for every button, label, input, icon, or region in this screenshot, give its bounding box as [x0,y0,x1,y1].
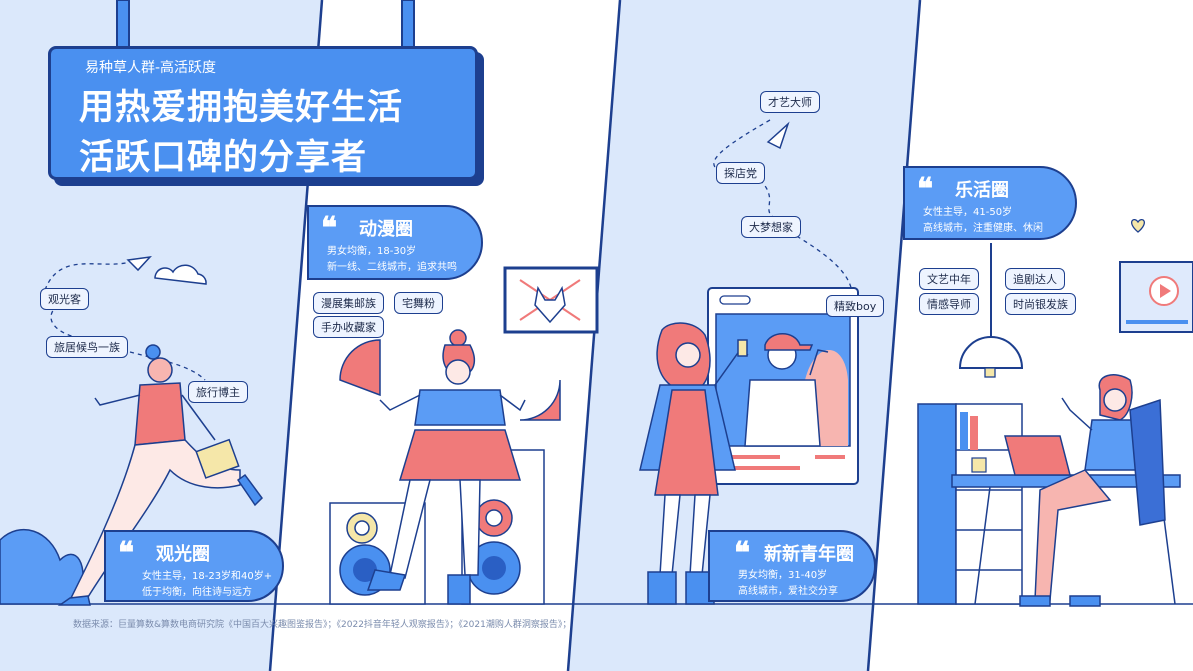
circle-desc: 男女均衡，18-30岁 [327,246,417,257]
header-hanger [401,0,415,49]
tag: 观光客 [40,288,89,310]
fox-mask-icon [519,279,581,324]
laptop [1004,435,1071,476]
tag: 情感导师 [919,293,979,315]
boy-in-screen-figure [744,333,829,447]
circle-desc: 男女均衡，31-40岁 [738,570,828,581]
tag: 文艺中年 [919,268,979,290]
circle-name: 新新青年圈 [764,544,854,565]
header-hanger [116,0,130,49]
quote-icon: ❝ [734,536,751,571]
circle-desc: 新一线、二线城市，追求共鸣 [327,262,457,273]
quote-icon: ❝ [917,172,934,207]
cloud-icon [154,264,207,285]
panel-divider [566,0,622,671]
dashed-path [50,304,81,339]
header-subtitle: 易种草人群-高活跃度 [85,60,217,76]
tag: 手办收藏家 [313,316,384,338]
circle-name: 乐活圈 [955,180,1009,201]
dashed-path [44,261,131,291]
tag: 才艺大师 [760,91,820,113]
tag: 大梦想家 [741,216,801,238]
circle-desc: 高线城市，爱社交分享 [738,586,838,597]
dashed-path [759,179,776,219]
tag: 探店党 [716,162,765,184]
circle-desc: 女性主导，18-23岁和40岁+ [142,571,273,582]
heart-icon [1131,218,1145,233]
leisure-woman-figure [1019,374,1166,607]
tag: 精致boy [826,295,885,317]
circle-name: 观光圈 [156,544,210,565]
tag: 追剧达人 [1005,268,1065,290]
circle-name: 动漫圈 [359,219,413,240]
paper-plane-icon [126,255,152,272]
circle-desc: 女性主导，41-50岁 [923,207,1013,218]
bookshelf [917,403,957,605]
header-card: 易种草人群-高活跃度 用热爱拥抱美好生活 活跃口碑的分享者 [48,46,478,180]
phone-ui-bars [720,455,845,470]
header-title-line2: 活跃口碑的分享者 [79,138,368,178]
panel-divider [866,0,922,671]
tag: 时尚银发族 [1005,293,1076,315]
youth-woman-figure [639,322,749,605]
circle-desc: 低于均衡，向往诗与远方 [142,587,252,598]
dashed-path [789,231,853,294]
panel-leisure-bg [868,0,1193,671]
circle-card-sightseeing: ❝ 观光圈 女性主导，18-23岁和40岁+ 低于均衡，向往诗与远方 [104,530,284,602]
quote-icon: ❝ [321,211,338,246]
tag: 旅居候鸟一族 [46,336,128,358]
circle-card-youth: ❝ 新新青年圈 男女均衡，31-40岁 高线城市，爱社交分享 [708,530,876,602]
anime-dancer-figure [339,329,561,605]
data-source-footnote: 数据来源：巨量算数&算数电商研究院《中国百大兴趣图鉴报告》；《2022抖音年轻人… [73,620,572,630]
circle-card-leisure: ❝ 乐活圈 女性主导，41-50岁 高线城市，注重健康、休闲 [903,166,1077,240]
header-title-line1: 用热爱拥抱美好生活 [79,88,404,128]
tag: 宅舞粉 [394,292,443,314]
mug [971,457,987,473]
circle-desc: 高线城市，注重健康、休闲 [923,223,1043,234]
quote-icon: ❝ [118,536,135,571]
paper-plane-icon [766,121,790,150]
dashed-path [129,351,206,381]
lamp-shade [958,336,1024,369]
sightseeing-woman-figure [57,344,263,606]
tag: 旅行博主 [188,381,248,403]
circle-card-anime: ❝ 动漫圈 男女均衡，18-30岁 新一线、二线城市，追求共鸣 [307,205,483,280]
tag: 漫展集邮族 [313,292,384,314]
